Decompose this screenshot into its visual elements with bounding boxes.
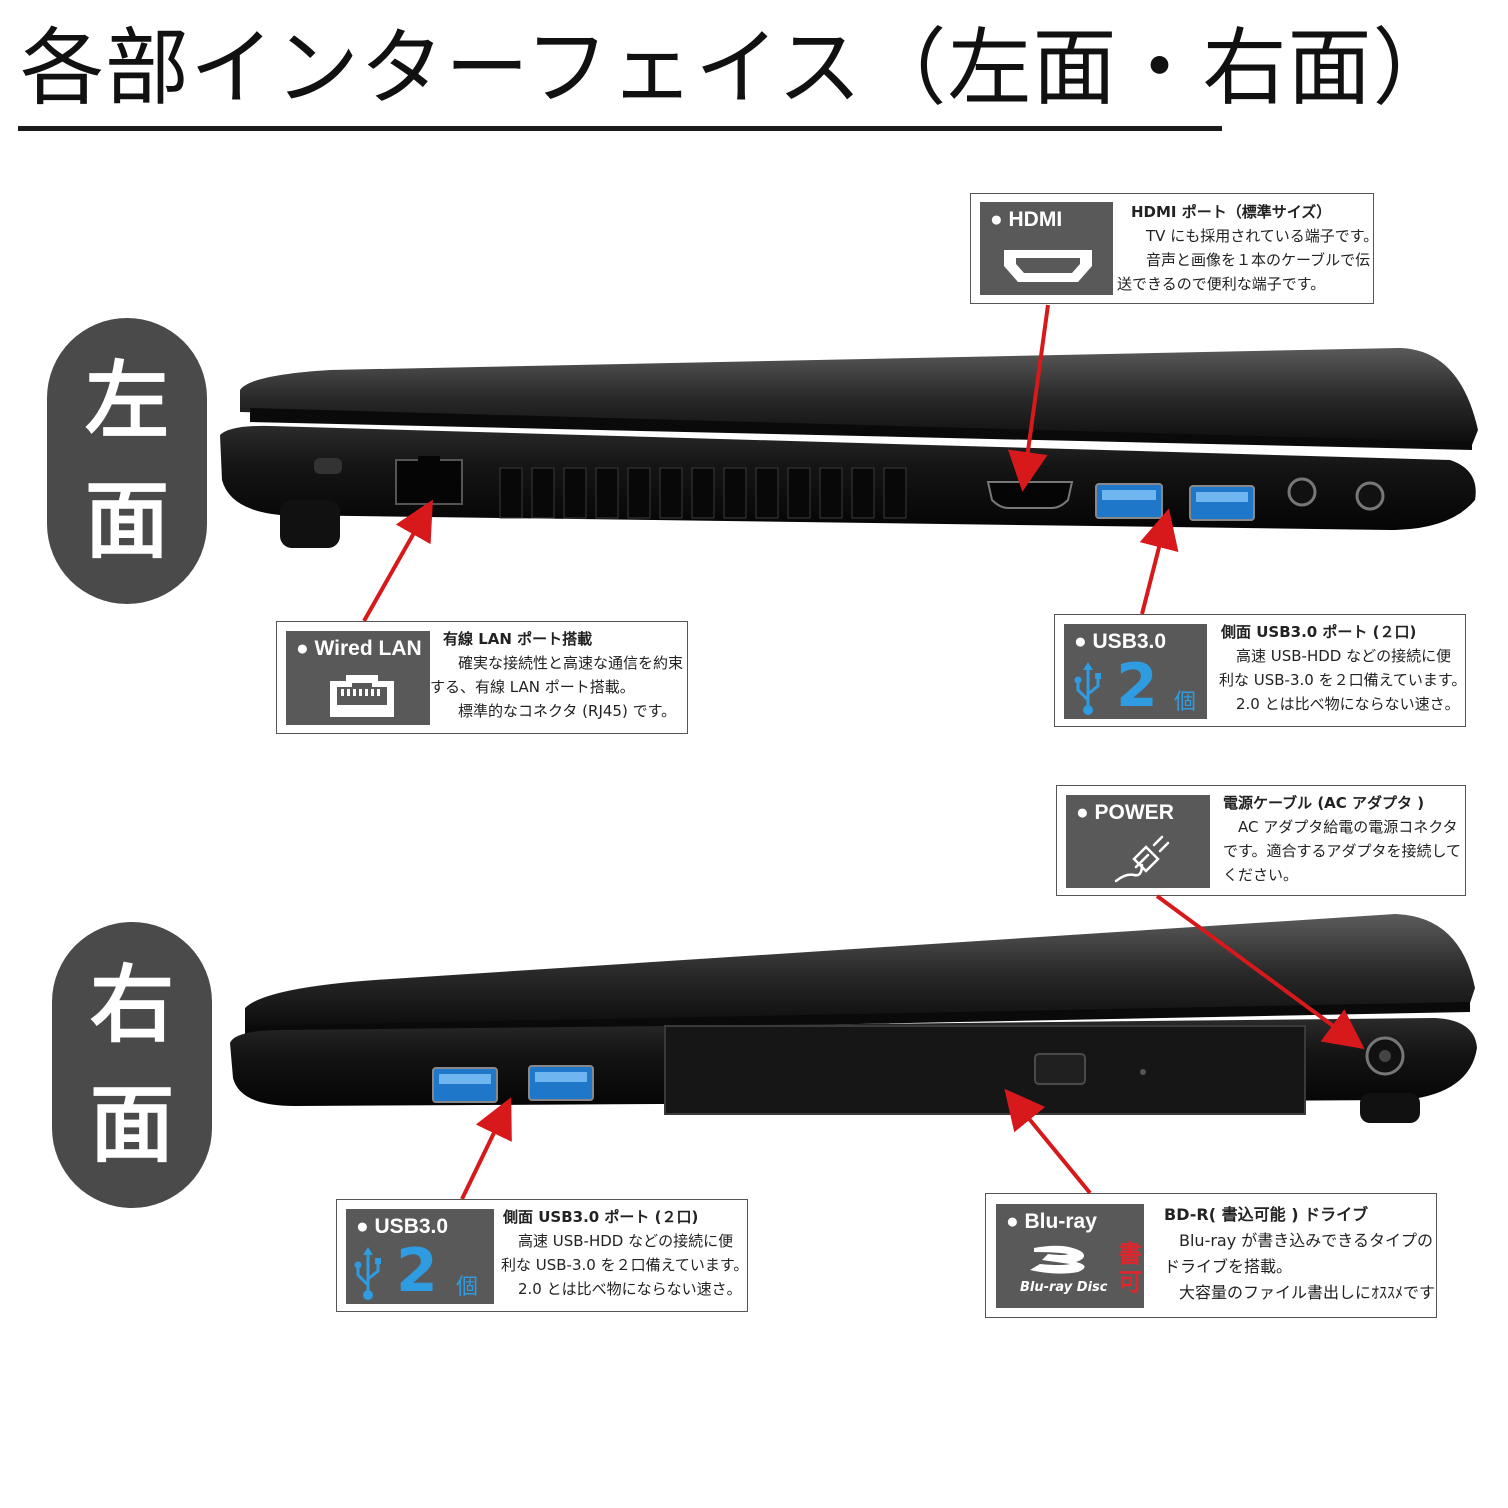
bluray-icon-box: ● Blu-ray Blu-ray Disc 書 可	[996, 1204, 1144, 1308]
right-usb-desc-line: 2.0 とは比べ物にならない速さ。	[518, 1280, 742, 1298]
hdmi-icon-label: ● HDMI	[990, 208, 1063, 231]
page-title: 各部インターフェイス（左面・右面）	[20, 19, 1458, 117]
right-usb-count-unit: 個	[456, 1275, 479, 1300]
left-usb-desc-line: 2.0 とは比べ物にならない速さ。	[1236, 695, 1460, 713]
wired-lan-desc-line: する、有線 LAN ポート搭載。	[430, 678, 635, 696]
right-usb-desc-line: 高速 USB-HDD などの接続に便	[518, 1232, 734, 1250]
hdmi-icon-box: ● HDMI	[980, 202, 1113, 295]
hdmi-callout: ● HDMI HDMI ポート（標準サイズ） TV にも採用されている端子です。…	[970, 193, 1378, 304]
right-usb-icon-label: ● USB3.0	[356, 1215, 449, 1238]
power-plug-icon	[1114, 835, 1170, 883]
hdmi-heading: HDMI ポート（標準サイズ）	[1131, 203, 1332, 221]
bluray-heading: BD-R( 書込可能 ) ドライブ	[1164, 1205, 1369, 1224]
right-usb-count: 2	[396, 1236, 438, 1306]
power-icon-label: ● POWER	[1076, 801, 1174, 824]
hdmi-desc-line: TV にも採用されている端子です。	[1146, 227, 1379, 245]
right-usb-desc-line: 利な USB-3.0 を２口備えています。	[501, 1256, 749, 1274]
wired-lan-icon-label: ● Wired LAN	[296, 637, 422, 660]
writable-char: 書	[1118, 1240, 1142, 1268]
bluray-callout: ● Blu-ray Blu-ray Disc 書 可 BD-R( 書込可能 ) …	[985, 1193, 1437, 1318]
right-usb-callout: ● USB3.0 2 個 側面 USB3.0 ポート (２口) 高速 USB-H…	[336, 1199, 748, 1312]
writable-char: 可	[1118, 1268, 1142, 1296]
left-side-laptop-photo	[220, 348, 1478, 548]
right-usb-icon-box: ● USB3.0 2 個	[346, 1209, 494, 1304]
left-usb-heading: 側面 USB3.0 ポート (２口)	[1221, 623, 1417, 641]
right-usb-heading: 側面 USB3.0 ポート (２口)	[503, 1208, 699, 1226]
power-callout: ● POWER 電源ケーブル (AC アダプタ ) AC アダプタ給電の電源コネ…	[1056, 785, 1466, 896]
usb-icon	[354, 1247, 381, 1300]
hdmi-desc-line: 音声と画像を１本のケーブルで伝	[1146, 251, 1371, 269]
bluray-logo	[1030, 1245, 1085, 1274]
bluray-icon-label: ● Blu-ray	[1006, 1210, 1097, 1233]
right-side-laptop-photo	[230, 914, 1477, 1123]
hdmi-port-icon	[1004, 250, 1092, 282]
left-side-badge: 左 面	[47, 318, 207, 604]
power-desc-line: です。適合するアダプタを接続して	[1223, 842, 1462, 860]
wired-lan-icon-box: ● Wired LAN	[286, 631, 430, 725]
left-usb-callout: ● USB3.0 2 個 側面 USB3.0 ポート (２口) 高速 USB-H…	[1054, 614, 1466, 727]
title-underline	[18, 126, 1222, 131]
wired-lan-desc-line: 標準的なコネクタ (RJ45) です。	[458, 702, 677, 720]
right-badge-char-1: 右	[89, 956, 174, 1054]
bluray-desc-line: 大容量のファイル書出しにｵｽｽﾒです	[1179, 1283, 1436, 1302]
left-usb-icon-box: ● USB3.0 2 個	[1064, 624, 1207, 719]
right-side-badge: 右 面	[52, 922, 212, 1208]
bluray-logo-text: Blu-ray Disc	[1020, 1280, 1108, 1295]
writable-mark: 書 可	[1118, 1240, 1142, 1296]
bluray-desc-line: Blu-ray が書き込みできるタイプの	[1179, 1231, 1433, 1250]
power-icon-box: ● POWER	[1066, 795, 1210, 888]
hdmi-desc-line: 送できるので便利な端子です。	[1117, 275, 1326, 293]
power-heading: 電源ケーブル (AC アダプタ )	[1223, 794, 1425, 812]
left-badge-char-2: 面	[84, 472, 169, 570]
left-usb-count: 2	[1116, 651, 1158, 721]
power-desc-line: AC アダプタ給電の電源コネクタ	[1238, 818, 1458, 836]
wired-lan-callout: ● Wired LAN 有線 LAN ポート搭載 確実な接続性と高速な通信を約束…	[276, 621, 688, 734]
left-usb-desc-line: 利な USB-3.0 を２口備えています。	[1219, 671, 1467, 689]
left-usb-icon-label: ● USB3.0	[1074, 630, 1167, 653]
left-usb-desc-line: 高速 USB-HDD などの接続に便	[1236, 647, 1452, 665]
right-badge-char-2: 面	[89, 1076, 174, 1174]
bluray-desc-line: ドライブを搭載。	[1164, 1257, 1293, 1276]
wired-lan-heading: 有線 LAN ポート搭載	[443, 630, 593, 648]
wired-lan-desc-line: 確実な接続性と高速な通信を約束	[458, 654, 684, 672]
ethernet-port-icon	[330, 675, 394, 717]
left-badge-char-1: 左	[84, 352, 169, 450]
usb-icon	[1074, 662, 1101, 715]
power-desc-line: ください。	[1223, 866, 1299, 884]
left-usb-count-unit: 個	[1174, 690, 1197, 715]
